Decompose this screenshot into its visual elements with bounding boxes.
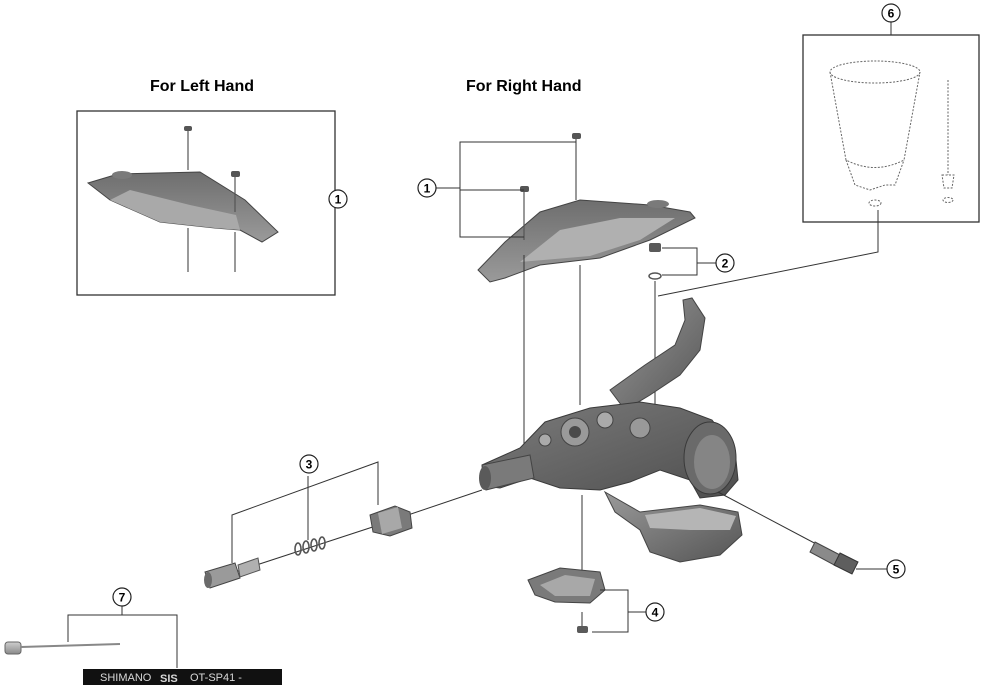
indicator-pin <box>941 80 955 203</box>
heading-right-hand: For Right Hand <box>466 78 582 95</box>
callout-1-right-label: 1 <box>424 182 431 196</box>
cable-group: SHIMANO SIS OT-SP41 - <box>4 606 282 685</box>
callout-4-label: 4 <box>652 606 659 620</box>
callout-5-label: 5 <box>893 563 900 577</box>
inner-cable <box>4 641 121 655</box>
clamp-bolt-group <box>717 491 887 575</box>
callout-3: 3 <box>299 454 319 474</box>
callout-7-label: 7 <box>119 591 126 605</box>
callout-5: 5 <box>886 559 906 579</box>
callout-6: 6 <box>881 3 901 23</box>
adjuster-bolt <box>204 557 261 589</box>
bottom-cap-group <box>527 567 646 633</box>
cable-print-model: OT-SP41 - <box>190 672 242 684</box>
adjuster-barrel <box>369 505 413 537</box>
release-lever <box>609 297 706 411</box>
shifter-body <box>481 401 739 499</box>
callout-7: 7 <box>112 587 132 607</box>
indicator-kit-box <box>802 34 980 223</box>
cable-print-code: SIS <box>160 673 178 685</box>
callout-2-label: 2 <box>722 257 729 271</box>
cable-adjuster-assembly <box>204 461 483 589</box>
callout-1-right: 1 <box>417 178 437 198</box>
callout-1-left: 1 <box>328 189 348 209</box>
outer-housing: SHIMANO SIS OT-SP41 - <box>83 669 282 685</box>
adjuster-spring <box>294 536 326 556</box>
left-hand-cover-group <box>76 110 347 296</box>
callout-4: 4 <box>645 602 665 622</box>
callout-2: 2 <box>715 253 735 273</box>
clamp-bolt <box>809 541 859 575</box>
left-cover-screw-a <box>184 126 192 170</box>
bottom-cap-screw <box>577 612 588 633</box>
shifter-body-group <box>479 297 743 563</box>
right-hand-cover-group <box>436 133 696 283</box>
right-cover-screw-a <box>572 133 581 200</box>
heading-left-hand: For Left Hand <box>150 78 254 95</box>
cable-print-brand: SHIMANO <box>100 672 152 684</box>
indicator-cup <box>829 60 921 207</box>
callout-1-left-label: 1 <box>335 193 342 207</box>
indicator-kit-group <box>657 22 980 297</box>
callout-3-label: 3 <box>306 458 313 472</box>
left-cover-screw-b <box>231 171 240 212</box>
callout-6-label: 6 <box>888 7 895 21</box>
